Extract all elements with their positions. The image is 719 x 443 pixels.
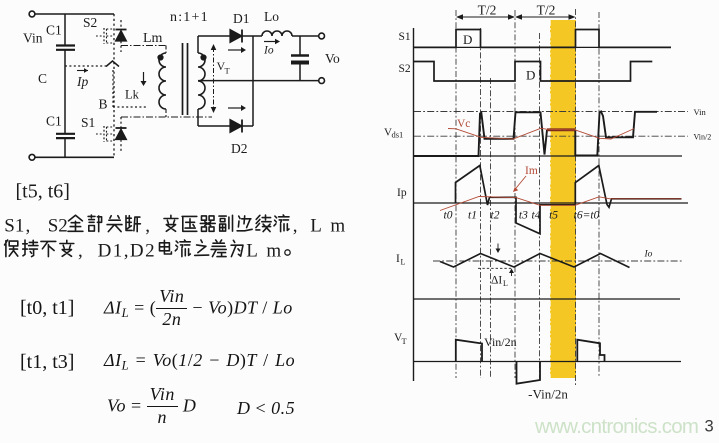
svg-text:,: , bbox=[26, 216, 31, 237]
svg-text:3: 3 bbox=[705, 418, 714, 436]
svg-text:Vin/2n: Vin/2n bbox=[484, 335, 517, 349]
svg-text:Ip: Ip bbox=[76, 74, 88, 89]
svg-text:Ip: Ip bbox=[397, 187, 407, 199]
svg-text:D: D bbox=[463, 32, 472, 47]
svg-text:t1: t1 bbox=[468, 210, 477, 222]
svg-text:L: L bbox=[503, 279, 508, 288]
svg-text:t4: t4 bbox=[532, 210, 541, 222]
svg-text:I: I bbox=[396, 253, 400, 265]
svg-text:T/2: T/2 bbox=[537, 3, 556, 18]
svg-text:Vo: Vo bbox=[325, 51, 340, 66]
svg-text:T: T bbox=[225, 66, 231, 76]
svg-text:Lo: Lo bbox=[264, 9, 279, 24]
svg-text:D: D bbox=[526, 68, 535, 83]
svg-text:Io: Io bbox=[644, 250, 653, 260]
svg-text:S2: S2 bbox=[399, 63, 411, 75]
svg-text:-Vin/2n: -Vin/2n bbox=[528, 387, 568, 402]
svg-text:Lk: Lk bbox=[125, 88, 140, 102]
svg-text:t6=t0: t6=t0 bbox=[574, 210, 600, 222]
svg-text:C1: C1 bbox=[46, 114, 62, 129]
svg-text:n:1+1: n:1+1 bbox=[170, 10, 209, 25]
svg-text:t5: t5 bbox=[549, 210, 558, 222]
svg-text:T: T bbox=[402, 336, 408, 346]
svg-text:S2: S2 bbox=[83, 15, 97, 30]
svg-text:Vin/2: Vin/2 bbox=[694, 133, 712, 142]
svg-text:Vin: Vin bbox=[23, 31, 43, 46]
svg-text:S1: S1 bbox=[4, 216, 24, 237]
svg-text:C1: C1 bbox=[46, 23, 62, 38]
svg-text:t2: t2 bbox=[491, 210, 500, 222]
svg-text:Lm: Lm bbox=[310, 216, 345, 237]
svg-text:Vc: Vc bbox=[457, 118, 470, 130]
svg-text:ds1: ds1 bbox=[392, 130, 404, 140]
svg-text:Vin: Vin bbox=[694, 107, 707, 117]
svg-text:D1,D2: D1,D2 bbox=[98, 241, 155, 262]
svg-text:V: V bbox=[384, 127, 392, 139]
svg-text:C: C bbox=[38, 71, 47, 86]
svg-text:S1: S1 bbox=[399, 31, 411, 43]
svg-text:,: , bbox=[293, 216, 298, 237]
svg-text:,: , bbox=[78, 241, 83, 262]
svg-text:t3: t3 bbox=[519, 210, 528, 222]
svg-text:T/2: T/2 bbox=[478, 3, 497, 18]
svg-text:B: B bbox=[99, 97, 108, 112]
svg-text:V: V bbox=[394, 332, 403, 344]
svg-text:V: V bbox=[217, 59, 226, 73]
svg-text:L: L bbox=[401, 258, 406, 267]
svg-text:Io: Io bbox=[263, 45, 274, 57]
svg-text:t0: t0 bbox=[444, 210, 453, 222]
svg-text:S2: S2 bbox=[48, 216, 68, 237]
svg-text:D2: D2 bbox=[231, 141, 248, 156]
svg-text:D1: D1 bbox=[233, 11, 250, 26]
svg-text:www.cntronics.com: www.cntronics.com bbox=[534, 415, 699, 438]
svg-text:ΔI: ΔI bbox=[491, 275, 502, 287]
svg-text:Lm: Lm bbox=[246, 241, 281, 262]
svg-text:[t5, t6]: [t5, t6] bbox=[16, 181, 70, 203]
svg-text:Im: Im bbox=[525, 165, 538, 177]
svg-text:S1: S1 bbox=[81, 115, 95, 130]
svg-text:Lm: Lm bbox=[143, 31, 163, 46]
svg-text:,: , bbox=[145, 216, 150, 237]
